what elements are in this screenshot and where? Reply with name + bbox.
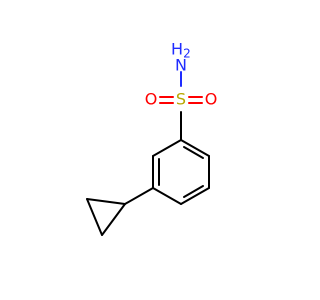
ring-to-cyclopropyl-bond <box>124 187 154 205</box>
oxygen-right-atom-label: O <box>205 90 218 109</box>
ring-bond-3 <box>180 187 210 205</box>
benzene-ring <box>152 139 210 205</box>
ring-inner-bond-1 <box>183 146 204 159</box>
nitrogen-atom-label: N <box>175 56 187 75</box>
ring-bond-1 <box>180 139 210 157</box>
cyclopropyl-bond-3 <box>101 203 126 236</box>
cyclopropyl-bond-2 <box>86 198 103 236</box>
sulfur-atom-label: S <box>176 90 186 109</box>
molecule-canvas: S O O N H 2 <box>86 39 218 236</box>
nitrogen-hydrogen-label: H <box>171 40 183 59</box>
ring-bond-6 <box>152 139 182 157</box>
molecule-structure: S O O N H 2 <box>86 40 218 236</box>
ring-inner-bond-2 <box>183 185 204 198</box>
nitrogen-hydrogen-count: 2 <box>183 47 191 61</box>
oxygen-left-atom-label: O <box>145 90 158 109</box>
cyclopropyl-bond-1 <box>86 198 126 205</box>
ring-bond-4 <box>152 187 182 205</box>
